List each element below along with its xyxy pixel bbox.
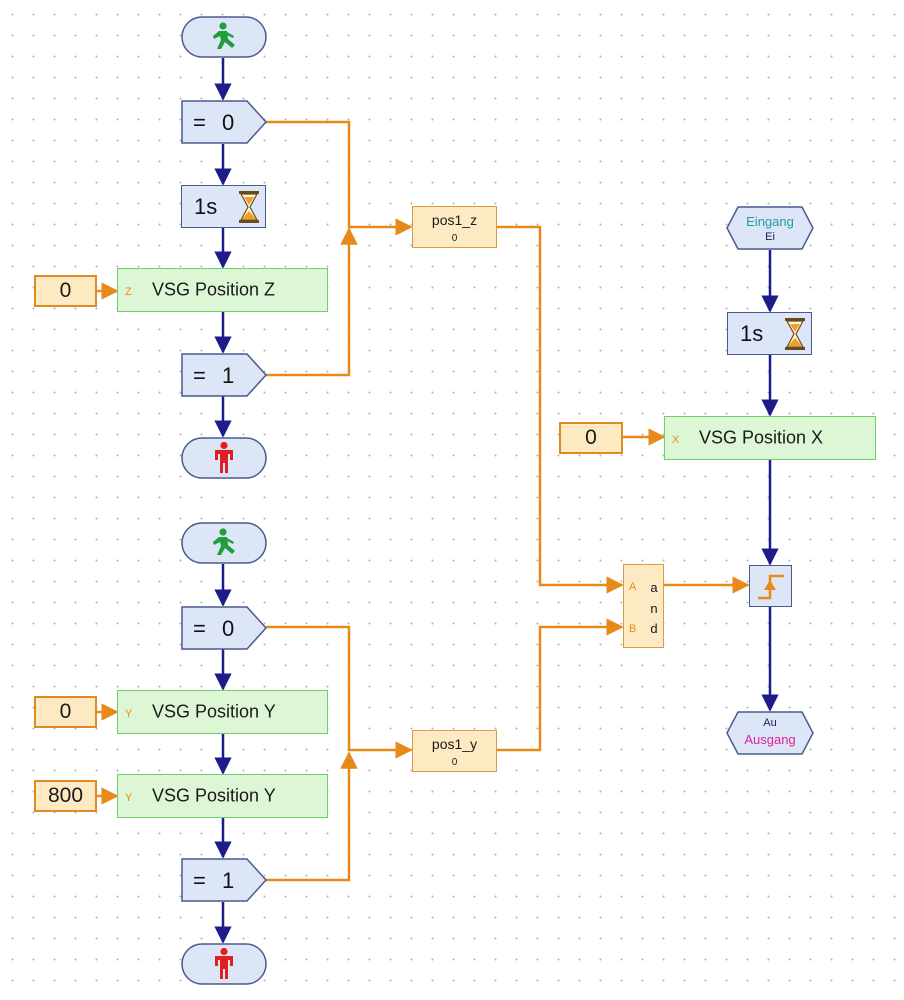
output-block[interactable]: Au Ausgang (726, 711, 814, 755)
stop-block[interactable] (181, 943, 267, 985)
and-letter: a (650, 580, 658, 595)
command-label: VSG Position X (699, 427, 824, 448)
hourglass-icon (239, 190, 259, 223)
port-label: Y (125, 791, 133, 804)
data-line (497, 225, 624, 594)
command-label: VSG Position Z (152, 279, 276, 300)
and-letter: d (650, 621, 658, 636)
input-name: Eingang (746, 214, 794, 229)
constant-input[interactable]: 0 (34, 696, 97, 728)
compare-block[interactable]: = 1 (181, 858, 268, 902)
data-line (497, 618, 624, 752)
output-name: Ausgang (744, 732, 796, 747)
port-b-label: B (629, 623, 637, 635)
rising-edge-icon (758, 574, 784, 600)
and-gate[interactable]: A B a n d (623, 564, 664, 648)
wait-duration: 1s (740, 320, 764, 346)
compare-label: = 0 (193, 110, 235, 135)
data-line (266, 120, 413, 236)
green-walking-man-icon (213, 22, 235, 49)
input-block[interactable]: Eingang Ei (726, 206, 814, 250)
red-standing-man-icon (215, 947, 233, 979)
green-walking-man-icon (213, 528, 235, 555)
data-line (266, 751, 358, 882)
data-line (266, 625, 413, 759)
compare-label: = 1 (193, 868, 235, 893)
constant-input[interactable]: 0 (34, 275, 97, 307)
variable-pos1-z[interactable]: pos1_z 0 (412, 206, 497, 248)
wait-duration: 1s (194, 193, 218, 219)
output-short: Au (763, 717, 777, 729)
variable-pos1-y[interactable]: pos1_y 0 (412, 730, 497, 772)
wait-block[interactable]: 1s (181, 185, 266, 228)
vsg-command-z[interactable]: Z VSG Position Z (117, 268, 328, 312)
vsg-command-x[interactable]: X VSG Position X (664, 416, 876, 460)
stop-block[interactable] (181, 437, 267, 479)
compare-block[interactable]: = 0 (181, 100, 268, 144)
command-label: VSG Position Y (152, 701, 276, 722)
start-block[interactable] (181, 522, 267, 564)
vsg-command-y[interactable]: Y VSG Position Y (117, 690, 328, 734)
constant-input[interactable]: 800 (34, 780, 97, 812)
port-label: X (672, 433, 680, 446)
compare-block[interactable]: = 0 (181, 606, 268, 650)
input-short: Ei (765, 231, 775, 243)
data-line (266, 227, 358, 377)
wait-block[interactable]: 1s (727, 312, 812, 355)
hourglass-icon (785, 317, 805, 350)
red-standing-man-icon (215, 441, 233, 473)
compare-block[interactable]: = 1 (181, 353, 268, 397)
port-label: Z (125, 285, 132, 298)
edge-detection-block[interactable] (749, 565, 792, 607)
variable-value: 0 (451, 233, 458, 244)
compare-label: = 1 (193, 363, 235, 388)
start-block[interactable] (181, 16, 267, 58)
variable-name: pos1_y (431, 736, 478, 752)
variable-name: pos1_z (431, 212, 478, 228)
command-label: VSG Position Y (152, 785, 276, 806)
vsg-command-y[interactable]: Y VSG Position Y (117, 774, 328, 818)
and-letter: n (650, 601, 658, 616)
compare-label: = 0 (193, 616, 235, 641)
port-label: Y (125, 707, 133, 720)
port-a-label: A (629, 581, 637, 593)
variable-value: 0 (451, 757, 458, 768)
constant-input[interactable]: 0 (559, 422, 623, 454)
